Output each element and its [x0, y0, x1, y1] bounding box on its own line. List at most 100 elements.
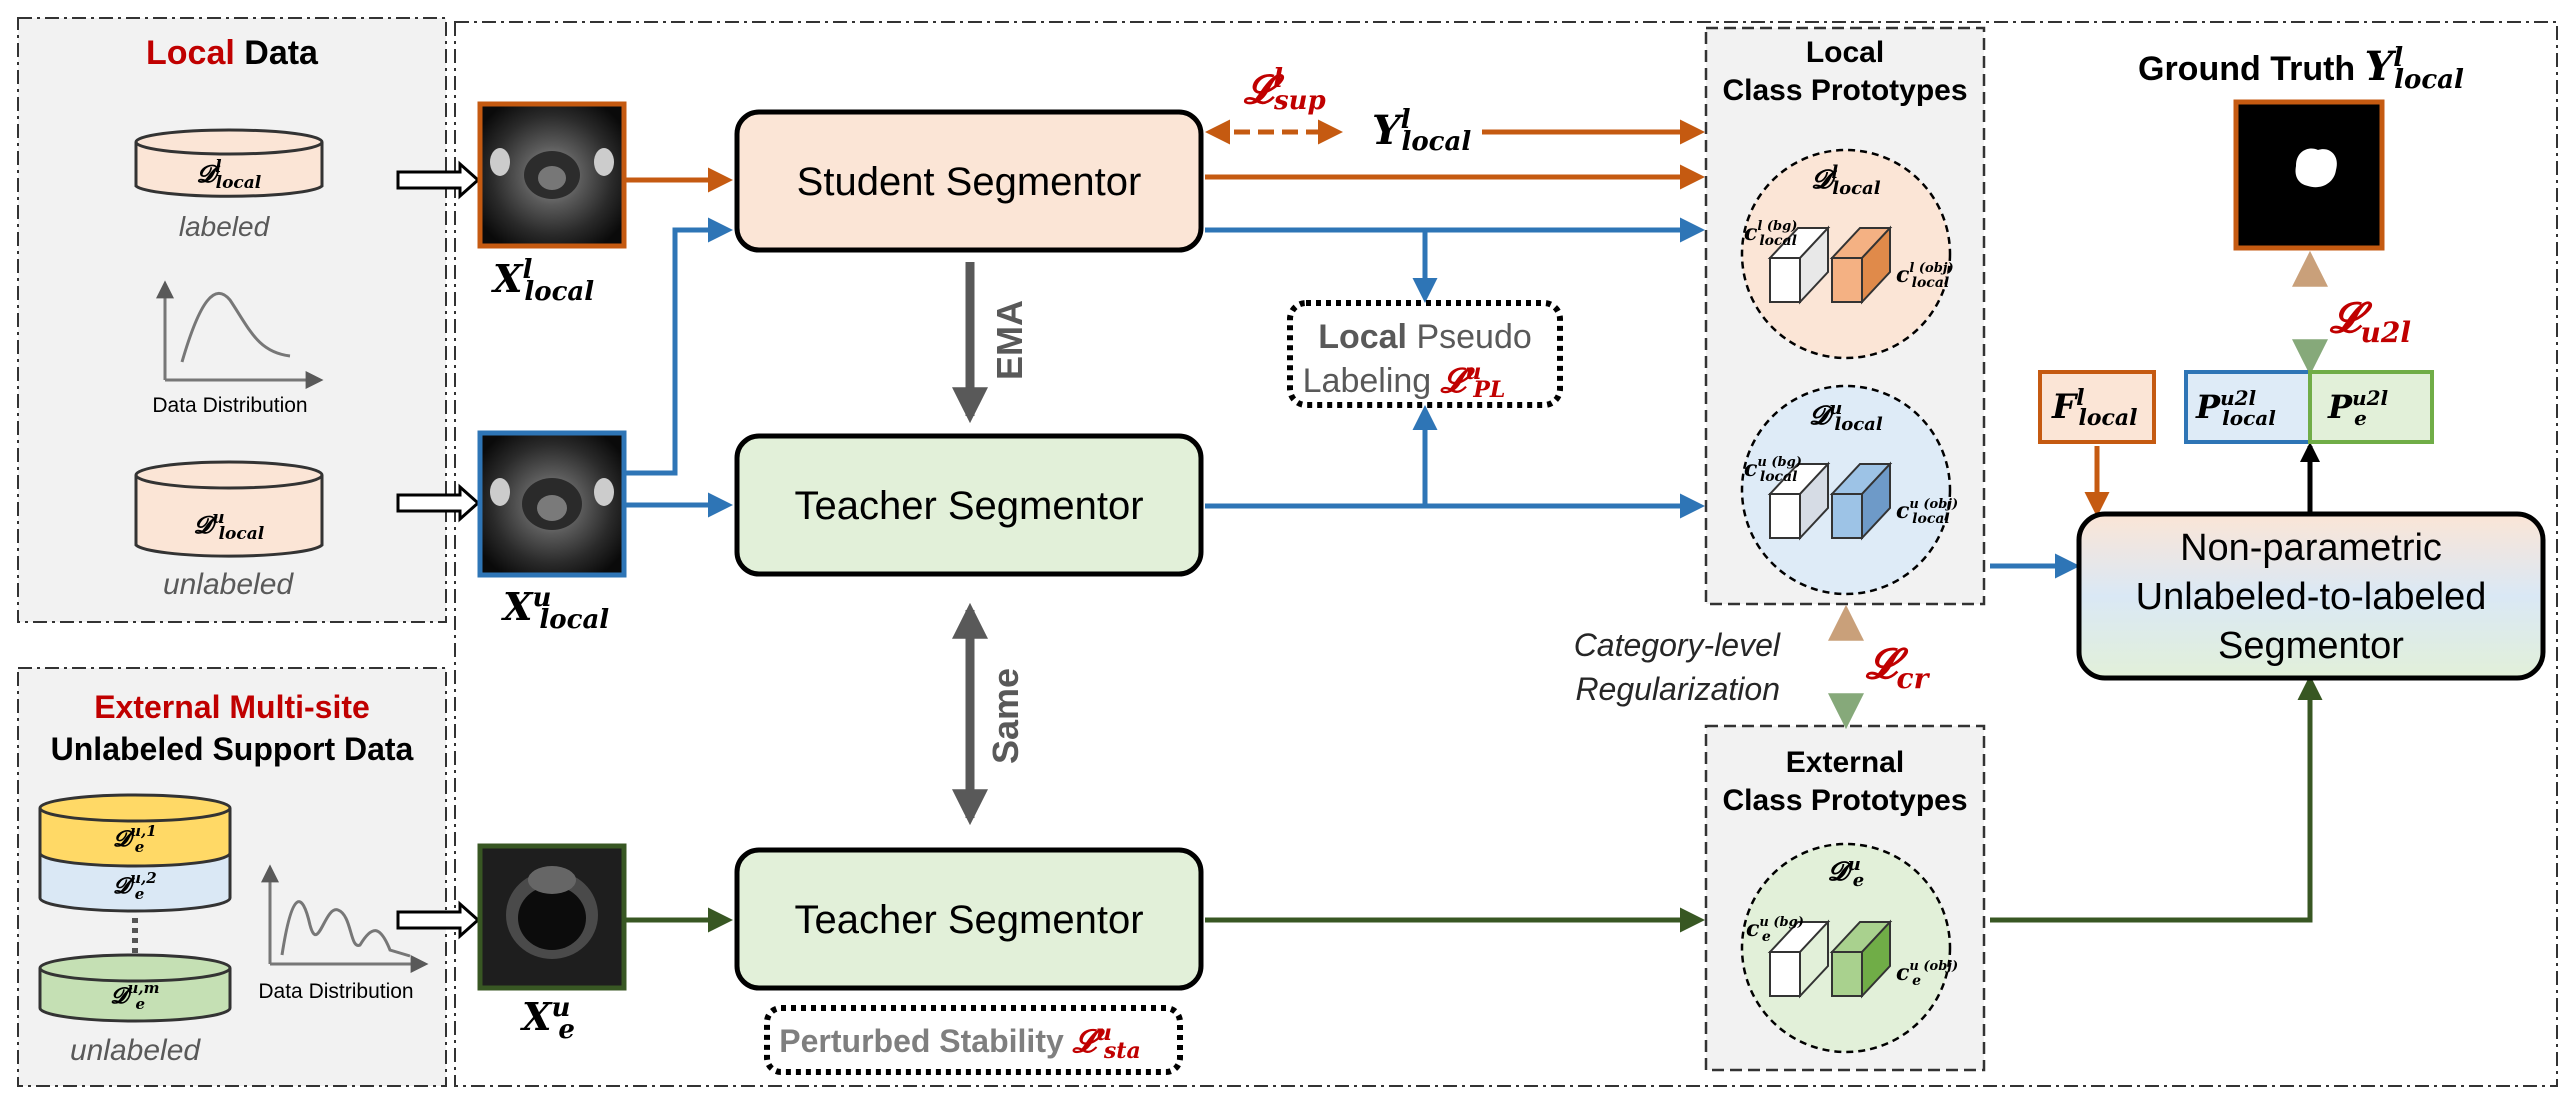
ema-label: EMA	[989, 300, 1030, 380]
unlabeled-caption-external: unlabeled	[70, 1034, 201, 1067]
local-proto-title1: Local	[1806, 36, 1884, 69]
db-site-1-sym: 𝓓	[113, 826, 135, 852]
p-local-sym: P	[2195, 388, 2221, 426]
db-unlabeled-sup: u	[212, 508, 224, 528]
loss-sup-sup: l	[1273, 64, 1283, 94]
y-local-sup: l	[1401, 105, 1411, 135]
c-u-bg-sym: c	[1744, 456, 1758, 482]
c-l-bg-sub: local	[1759, 233, 1797, 249]
gt-sup: l	[2393, 43, 2403, 73]
loss-cr-sub: cr	[1897, 662, 1931, 695]
np-line3: Segmentor	[2218, 625, 2404, 667]
db-site-2-sym: 𝓓	[113, 873, 135, 899]
nonparametric-segmentor: Non-parametric Unlabeled-to-labeled Segm…	[2076, 511, 2546, 681]
ext-proto-title2: Class Prototypes	[1722, 784, 1967, 817]
prototype-cube-u-obj	[1829, 461, 1893, 541]
x-e-u-sym: X	[520, 994, 553, 1039]
ext-proto-title1: External	[1786, 746, 1904, 779]
y-local-sym: Y	[1372, 107, 1404, 154]
pseudo-local-bold: Local	[1318, 318, 1407, 356]
c-e-obj-sym: c	[1896, 960, 1910, 986]
x-local-u-sym: X	[501, 584, 534, 629]
student-segmentor: Student Segmentor	[734, 109, 1204, 253]
x-local-l-sub: local	[524, 277, 594, 307]
p-local-sup: u2l	[2220, 386, 2256, 410]
prototype-cube-l-bg	[1767, 225, 1831, 305]
y-local-sub: local	[1401, 127, 1471, 157]
local-proto-title2: Class Prototypes	[1722, 74, 1967, 107]
p-e-sup: u2l	[2352, 386, 2388, 410]
local-distribution-icon	[156, 280, 324, 389]
proto-local-u-sup: u	[1829, 398, 1842, 419]
p-local-sub: local	[2222, 406, 2276, 430]
stability-text: Perturbed Stability	[779, 1023, 1072, 1059]
loss-cr: 𝓛cr	[1865, 639, 1931, 695]
mri-external-image	[477, 843, 627, 991]
local-title-highlight: Local	[146, 34, 235, 72]
c-u-obj: cu (obj)local	[1896, 497, 1958, 527]
teacher-segmentor-top: Teacher Segmentor	[734, 433, 1204, 577]
gt-text: Ground Truth	[2138, 50, 2365, 88]
x-local-l-sup: l	[522, 255, 532, 285]
c-u-obj-sup: u (obj)	[1909, 497, 1958, 512]
c-l-obj: cl (obj)local	[1896, 261, 1954, 291]
flow-arrows	[626, 119, 2323, 933]
c-u-bg-sup: u (bg)	[1757, 455, 1801, 470]
db-labeled-sub: local	[216, 173, 262, 193]
cr-caption-2: Regularization	[1575, 671, 1780, 707]
p-e-sym: P	[2327, 388, 2353, 426]
prototype-cube-u-bg	[1767, 461, 1831, 541]
db-unlabeled-sub: local	[219, 524, 265, 544]
db-site-m-sym: 𝓓	[111, 983, 133, 1009]
loss-u2l-sub: u2l	[2361, 316, 2411, 349]
c-e-obj: cu (obj)e	[1896, 959, 1958, 989]
c-l-obj-sym: c	[1896, 262, 1910, 288]
external-data-panel: External Multi-site Unlabeled Support Da…	[17, 667, 447, 1087]
gt-sub: local	[2394, 65, 2464, 95]
student-label: Student Segmentor	[797, 160, 1142, 204]
loss-sta-sup: u	[1096, 1020, 1112, 1046]
pseudo-line2: Labeling	[1303, 362, 1441, 400]
c-e-bg-sup: u (bg)	[1759, 915, 1803, 930]
c-u-obj-sub: local	[1912, 511, 1950, 527]
proto-local-l-sup: l	[1831, 162, 1838, 183]
c-e-obj-sub: e	[1912, 973, 1921, 989]
x-local-u-sub: local	[539, 605, 609, 635]
local-dist-caption: Data Distribution	[152, 394, 307, 417]
proto-ext-sup: u	[1848, 854, 1861, 875]
db-site-m-sub: e	[135, 995, 145, 1013]
x-local-l-sym: X	[491, 256, 524, 301]
unlabeled-caption-local: unlabeled	[163, 568, 294, 601]
loss-pl-sup: u	[1465, 359, 1481, 385]
svg-text:Local Data: Local Data	[146, 34, 319, 72]
loss-pl-sub: PL	[1472, 377, 1505, 403]
c-l-bg-sup: l (bg)	[1757, 219, 1797, 234]
external-title-line2: Unlabeled Support Data	[51, 731, 414, 767]
c-u-bg: cu (bg)local	[1744, 455, 1802, 485]
np-line1: Non-parametric	[2180, 527, 2442, 569]
proto-ext-sub: e	[1853, 870, 1864, 891]
c-l-bg: cl (bg)local	[1744, 219, 1797, 249]
db-site-1-sub: e	[135, 838, 145, 856]
